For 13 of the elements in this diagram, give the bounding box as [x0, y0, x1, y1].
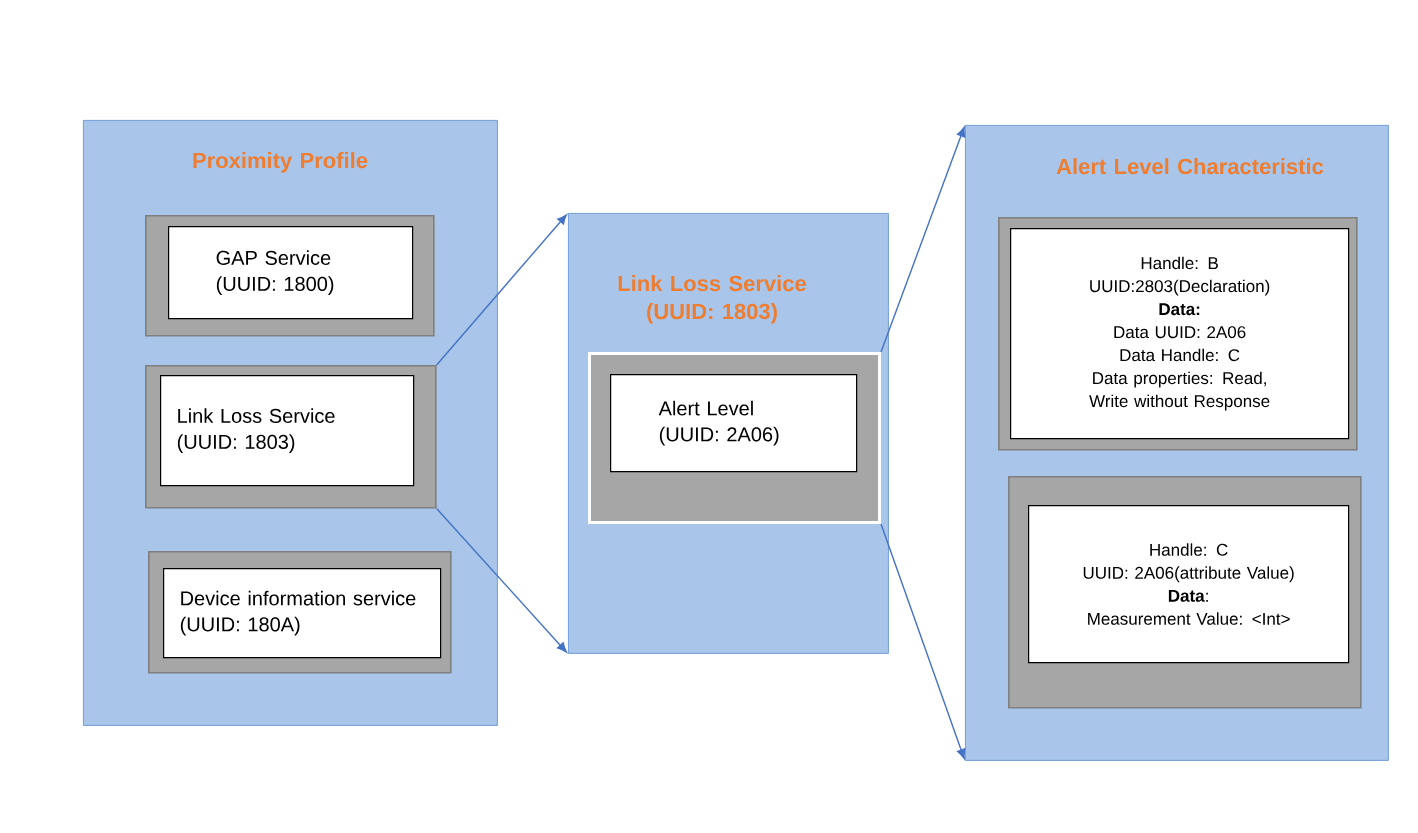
panel-title: Link Loss Service (UUID: 1803) [618, 275, 806, 324]
panel-title: Alert Level Characteristic [1056, 158, 1324, 175]
text-box: Handle: C UUID: 2A06(attribute Value) Data: Measurement Value: <Int> [1028, 505, 1350, 664]
text-box: Alert Level (UUID: 2A06) [610, 374, 858, 473]
panel-title: Proximity Profile [193, 152, 368, 173]
arrow [880, 126, 966, 353]
arrow [880, 523, 966, 760]
text-box: GAP Service (UUID: 1800) [168, 226, 414, 320]
arrow [435, 507, 567, 653]
text-box: Handle: B UUID:2803(Declaration) Data: Data UUID: 2A06 Data Handle: C Data properties: Read, Write without Response [1010, 228, 1350, 440]
text-box: Link Loss Service (UUID: 1803) [160, 375, 415, 487]
arrow [435, 214, 567, 366]
text-box: Device information service (UUID: 180A) [163, 568, 442, 659]
